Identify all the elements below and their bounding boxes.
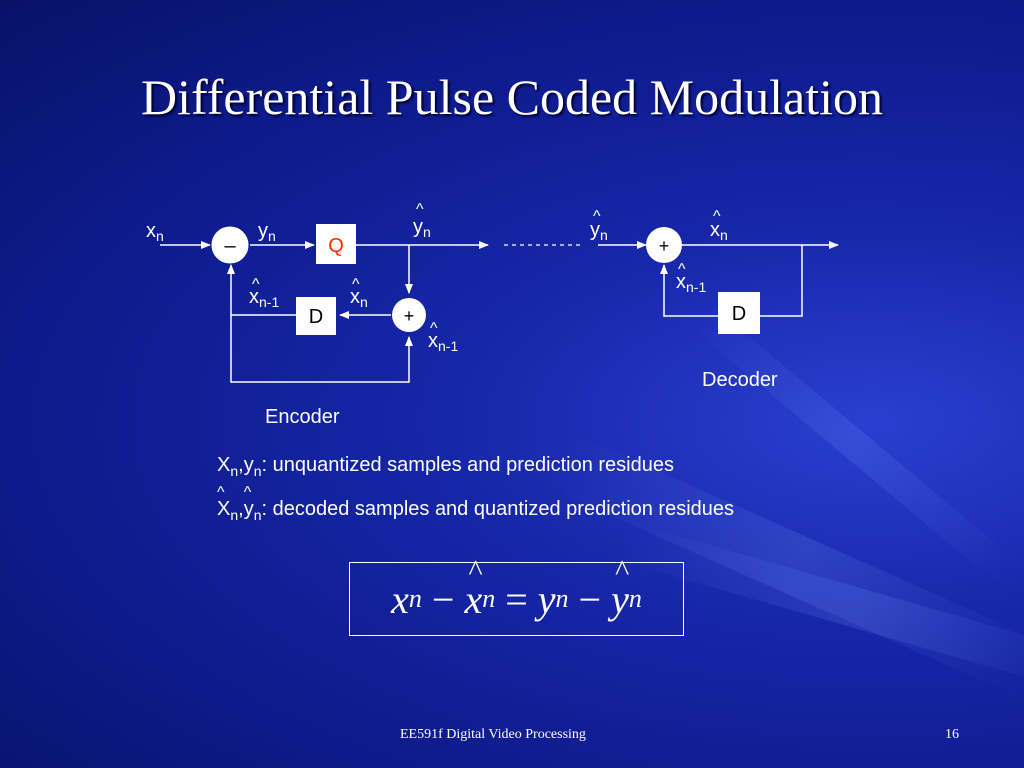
hat-mark: ^ [678, 261, 686, 278]
hat-mark: ^ [217, 484, 225, 501]
legend-line-decoded: ^Xn,^yn: decoded samples and quantized p… [217, 484, 735, 523]
hat-mark: ^ [352, 276, 360, 293]
decoder-prediction-label: xn-1 [676, 271, 706, 295]
encoder-prediction-label-2: xn-1 [428, 330, 458, 354]
encoder-residue-label: yn [258, 220, 276, 244]
decoder-output-label: xn [710, 219, 728, 243]
decoder-delay-label: D [732, 303, 746, 325]
hat-mark: ^ [430, 320, 438, 337]
hat-mark: ^ [243, 484, 252, 501]
decoder-adder-node [646, 227, 682, 263]
decoder-loop-line [760, 245, 803, 317]
prediction-loop-arrow [230, 315, 413, 383]
footer-text: EE591f Digital Video Processing [400, 727, 586, 742]
encoder-delay-label: D [309, 306, 323, 328]
decoder-input-label: yn [590, 219, 608, 243]
encoder-reconstruction-label: xn [350, 286, 368, 310]
hat-mark: ^ [252, 276, 260, 293]
encoder-diagram: – Q D + xn yn ^ yn ^ xn-1 ^ xn ^ xn-1 [146, 201, 489, 383]
subtractor-symbol: – [224, 235, 236, 257]
slide-title: Differential Pulse Coded Modulation [140, 69, 884, 125]
legend-line-unquantized: Xn,yn: unquantized samples and predictio… [217, 454, 674, 479]
encoder-input-label: xn [146, 220, 164, 244]
decoder-diagram: + D ^ yn ^ xn ^ xn-1 [590, 208, 839, 334]
quantizer-label: Q [328, 235, 344, 257]
hat-mark: ^ [713, 208, 721, 225]
encoder-prediction-label: xn-1 [249, 286, 279, 310]
page-number: 16 [945, 727, 959, 742]
hat-mark: ^ [593, 208, 601, 225]
decoder-delay-block [718, 292, 760, 334]
quantizer-block [316, 224, 356, 264]
encoder-adder-symbol: + [404, 306, 415, 326]
encoder-adder-node [392, 298, 426, 332]
dpcm-formula: xn − xn = yn − yn [349, 554, 684, 636]
encoder-delay-block [296, 297, 336, 335]
decoder-prediction-arrow [660, 264, 718, 317]
hat-mark: ^ [416, 201, 424, 218]
encoder-caption: Encoder [265, 406, 340, 428]
subtractor-node [211, 226, 249, 264]
decoder-caption: Decoder [702, 369, 778, 391]
encoder-output-label: yn [413, 216, 431, 240]
decoder-adder-symbol: + [659, 236, 670, 256]
